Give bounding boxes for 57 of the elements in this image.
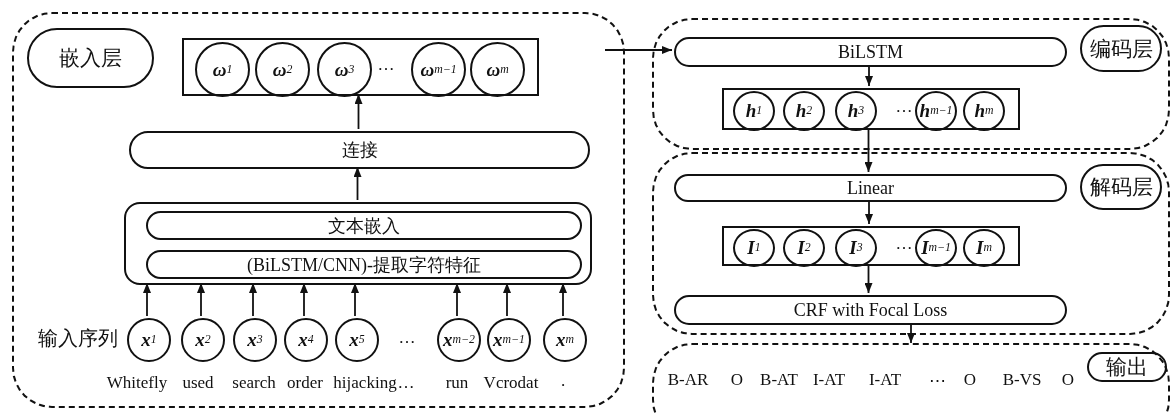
arrow [351, 282, 359, 317]
arrow [453, 282, 461, 317]
arrow [865, 199, 873, 225]
arrow [143, 282, 151, 317]
text-label: search [232, 373, 276, 393]
arrow [907, 322, 915, 344]
text-label: O [730, 370, 744, 390]
text-label: Whitefly [106, 373, 168, 393]
arrow [865, 64, 873, 87]
arrow [353, 166, 362, 201]
text-label: O [1061, 370, 1075, 390]
text-label: I-AT [812, 370, 846, 390]
text-label: hijacking [333, 373, 397, 393]
arrow [503, 282, 511, 317]
text-label: order [287, 373, 323, 393]
vector-box [182, 38, 539, 96]
arrow [604, 46, 673, 54]
arrow [354, 93, 363, 130]
dashed-region [652, 152, 1170, 335]
dashed-region [652, 343, 1170, 415]
text-label: … [895, 234, 913, 254]
text-label: … [895, 97, 913, 117]
text-label: I-AT [868, 370, 902, 390]
arrow [864, 127, 873, 173]
vector-box [722, 88, 1020, 130]
rounded-box: 连接 [129, 131, 590, 169]
text-label: . [560, 371, 566, 391]
text-label: O [963, 370, 977, 390]
rounded-box: 输出 [1087, 352, 1167, 382]
text-label: run [445, 373, 469, 393]
text-label: … [397, 373, 415, 393]
text-label: B-AT [760, 370, 798, 390]
rounded-box: (BiLSTM/CNN)-提取字符特征 [146, 250, 582, 279]
arrow [864, 263, 873, 294]
rounded-box: 嵌入层 [27, 28, 154, 88]
arrow [300, 282, 308, 317]
text-label: ⋯ [928, 369, 946, 391]
rounded-box: 文本嵌入 [146, 211, 582, 240]
arrow [249, 282, 257, 317]
text-label: … [398, 328, 416, 348]
arrow [197, 282, 205, 317]
text-label: … [377, 55, 395, 75]
rounded-box: Linear [674, 174, 1067, 202]
rounded-box: 编码层 [1080, 25, 1162, 72]
rounded-box: 解码层 [1080, 164, 1162, 210]
rounded-container [124, 202, 592, 285]
arrow [559, 282, 567, 317]
text-label: Vcrodat [483, 373, 539, 393]
text-label: used [182, 373, 214, 393]
rounded-box: CRF with Focal Loss [674, 295, 1067, 325]
vector-box [722, 226, 1020, 266]
text-label: 输入序列 [38, 325, 118, 351]
text-label: B-VS [1002, 370, 1042, 390]
dashed-region [12, 12, 625, 408]
rounded-box: BiLSTM [674, 37, 1067, 67]
text-label: B-AR [667, 370, 709, 390]
dashed-region [652, 18, 1170, 150]
